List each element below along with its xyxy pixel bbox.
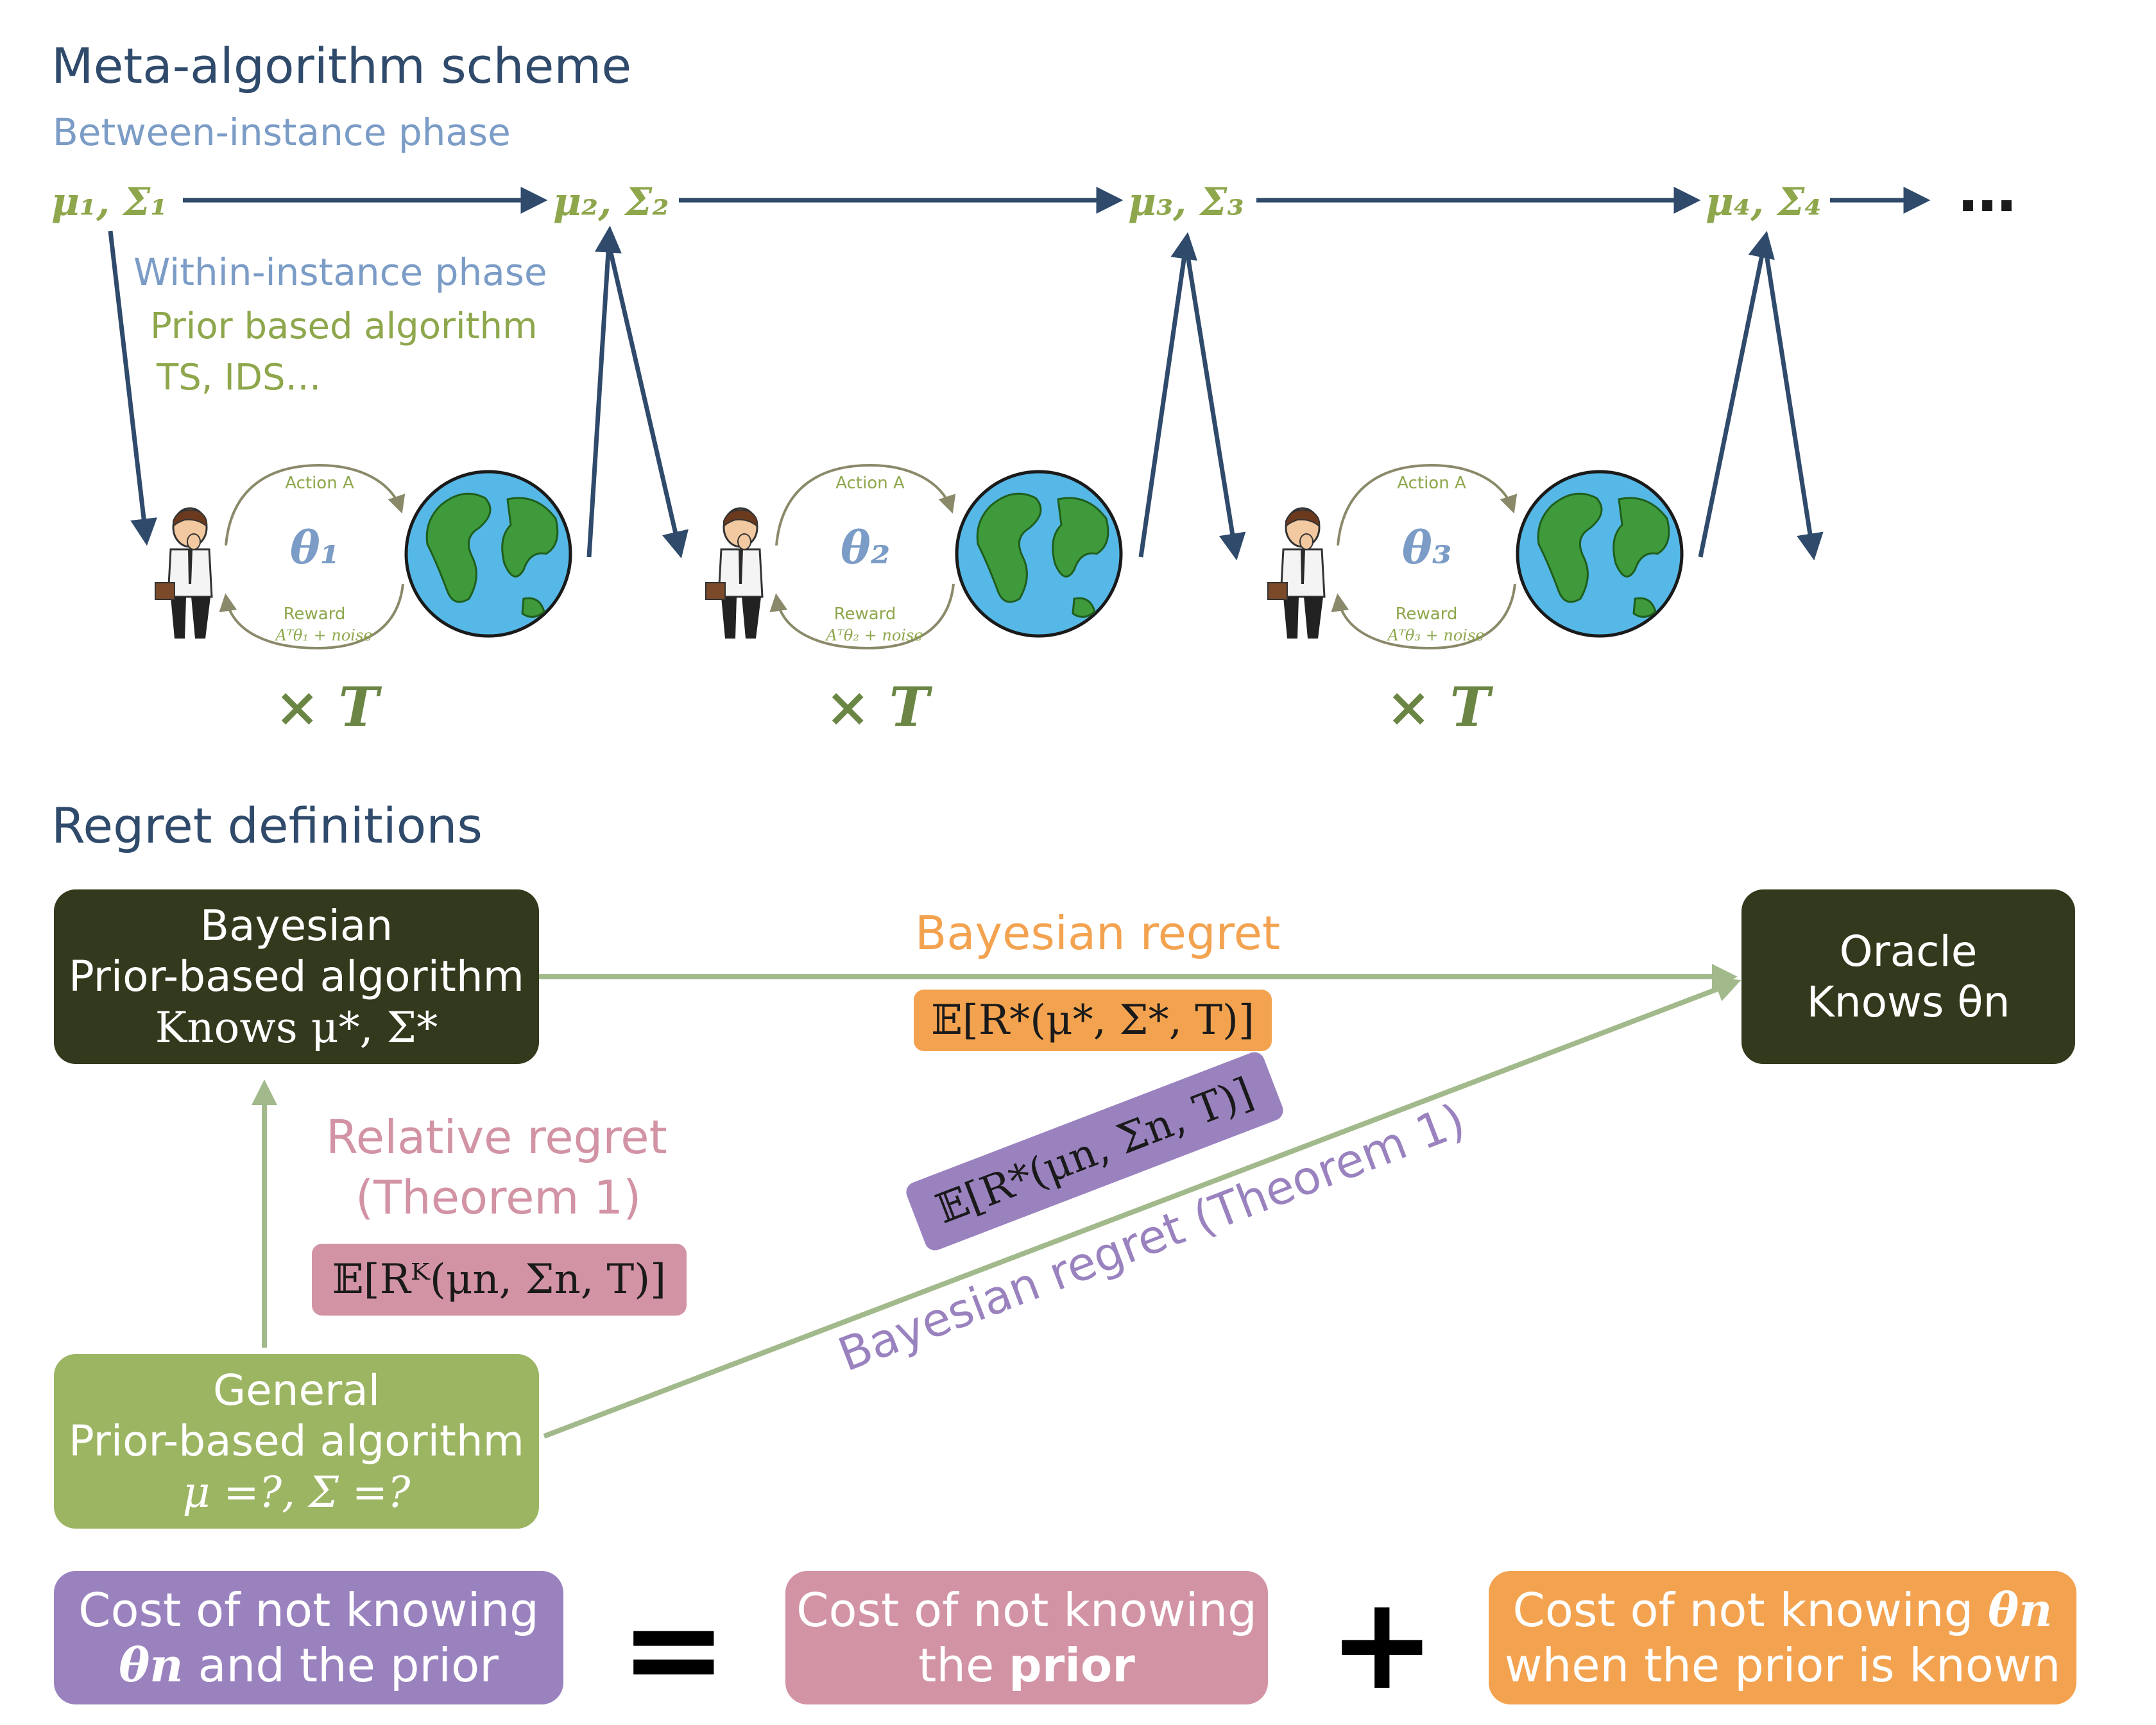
box-line-text: Cost of not knowing xyxy=(1512,1583,1989,1637)
repeat-T-2: × T xyxy=(825,675,930,739)
repeat-T-3: × T xyxy=(1386,675,1491,739)
regret-title: Regret definitions xyxy=(51,797,483,854)
action-label: Action A xyxy=(835,474,905,493)
bayesian-algorithm-box: Bayesian Prior-based algorithm Knows μ*,… xyxy=(54,889,539,1064)
general-algorithm-box: General Prior-based algorithm μ =?, Σ =? xyxy=(54,1354,539,1529)
box-line: Cost of not knowing θn xyxy=(1513,1583,2053,1638)
box-line: Cost of not knowing xyxy=(78,1583,539,1637)
reward-formula: Aᵀθ₃ + noise xyxy=(1387,626,1485,644)
reward-label: Reward xyxy=(283,605,346,624)
within-arrow-down-1 xyxy=(108,230,157,546)
relative-regret-formula: 𝔼[Rᴷ(μn, Σn, T)] xyxy=(312,1244,687,1316)
theta-symbol: θn xyxy=(1988,1582,2053,1637)
bayesian-regret-formula: 𝔼[R*(μ*, Σ*, T)] xyxy=(914,990,1272,1051)
reward-formula: Aᵀθ₁ + noise xyxy=(275,626,373,644)
theta-cost-box: Cost of not knowing θn when the prior is… xyxy=(1489,1571,2076,1704)
earth-icon xyxy=(404,470,572,638)
box-line: the prior xyxy=(918,1638,1135,1693)
scheme-title: Meta-algorithm scheme xyxy=(51,37,632,94)
prior-cost-box: Cost of not knowing the prior xyxy=(785,1571,1268,1704)
within-arrow-down-4 xyxy=(1763,250,1824,561)
within-arrow-down-3 xyxy=(1185,251,1246,561)
action-label: Action A xyxy=(1397,474,1466,493)
action-label: Action A xyxy=(285,474,354,493)
between-phase-label: Between-instance phase xyxy=(53,110,511,154)
theta-symbol: θn xyxy=(119,1638,184,1692)
between-node-2: μ₂, Σ₂ xyxy=(553,180,669,225)
reward-loop-1 xyxy=(219,583,404,650)
box-line: when the prior is known xyxy=(1504,1638,2061,1692)
total-cost-box: Cost of not knowing θn and the prior xyxy=(54,1571,563,1704)
oracle-box: Oracle Knows θn xyxy=(1741,889,2075,1064)
reward-label: Reward xyxy=(1395,605,1458,624)
plus-sign: + xyxy=(1328,1569,1436,1719)
between-node-4: μ₄, Σ₄ xyxy=(1706,180,1822,225)
box-line: Prior-based algorithm xyxy=(69,952,524,1002)
box-line: Prior-based algorithm xyxy=(69,1416,524,1466)
equals-sign: = xyxy=(620,1574,728,1724)
relative-regret-label: Relative regret xyxy=(326,1110,667,1164)
box-line: Oracle xyxy=(1839,926,1978,976)
box-line: Cost of not knowing xyxy=(796,1583,1257,1637)
relative-regret-theorem: (Theorem 1) xyxy=(355,1171,642,1224)
repeat-T-1: × T xyxy=(275,675,379,739)
within-arrow-down-2 xyxy=(607,246,689,559)
reward-label: Reward xyxy=(834,605,896,624)
reward-loop-2 xyxy=(769,583,955,650)
earth-icon xyxy=(1516,470,1684,638)
action-loop-1 xyxy=(225,463,406,546)
theta-instance-2: θ₂ xyxy=(841,521,891,574)
box-line: General xyxy=(212,1366,381,1416)
within-arrow-up-3 xyxy=(1698,230,1775,558)
prior-algorithm-label: Prior based algorithm xyxy=(150,305,538,347)
reward-formula: Aᵀθ₂ + noise xyxy=(826,626,923,644)
action-loop-3 xyxy=(1337,463,1518,546)
continuation-ellipsis: … xyxy=(1958,158,2016,225)
theta-instance-1: θ₁ xyxy=(290,521,340,574)
box-line: θn and the prior xyxy=(119,1638,499,1693)
box-line-bold: prior xyxy=(1009,1638,1135,1692)
within-arrow-up-1 xyxy=(586,225,622,558)
agent-figure xyxy=(155,507,213,639)
box-line: Bayesian xyxy=(200,901,393,951)
box-line: Knows μ*, Σ* xyxy=(155,1002,438,1052)
reward-loop-3 xyxy=(1331,583,1516,650)
bayes-theorem-arrow xyxy=(543,977,1741,1439)
within-arrow-up-2 xyxy=(1138,232,1197,558)
algorithm-examples: TS, IDS… xyxy=(157,357,321,399)
theta-instance-3: θ₃ xyxy=(1402,521,1452,574)
bayesian-regret-label: Bayesian regret xyxy=(915,906,1281,960)
box-line-text: and the prior xyxy=(183,1638,499,1692)
action-loop-2 xyxy=(775,463,956,546)
between-node-1: μ₁, Σ₁ xyxy=(51,180,167,225)
agent-figure xyxy=(1267,507,1326,639)
box-line-text: the xyxy=(918,1638,1009,1692)
box-line: Knows θn xyxy=(1806,977,2010,1027)
earth-icon xyxy=(955,470,1123,638)
box-line: μ =?, Σ =? xyxy=(182,1467,411,1517)
between-node-3: μ₃, Σ₃ xyxy=(1128,180,1244,225)
agent-figure xyxy=(705,507,764,639)
within-phase-label: Within-instance phase xyxy=(133,250,547,294)
